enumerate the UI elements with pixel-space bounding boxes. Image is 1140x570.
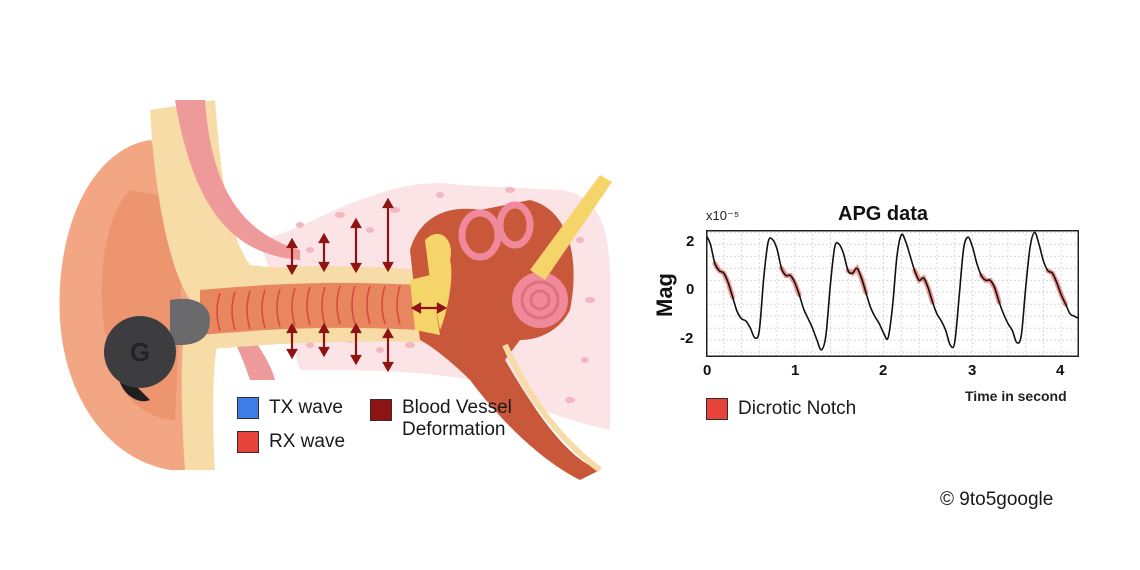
- legend-blood-vessel: Blood Vessel Deformation: [370, 397, 512, 441]
- rx-wave-arcs: [216, 285, 401, 332]
- chart-title: APG data: [838, 203, 929, 225]
- x-axis-label: Time in second: [965, 388, 1067, 404]
- middle-ear: [410, 200, 600, 480]
- x-tick-0: 0: [703, 362, 712, 379]
- x-tick-1: 1: [791, 362, 800, 379]
- deformation-arrows: [286, 197, 448, 373]
- legend-blood-vessel-line2: Deformation: [402, 419, 506, 440]
- x-tick-3: 3: [968, 362, 977, 379]
- legend-dicrotic-notch: Dicrotic Notch: [706, 398, 856, 420]
- y-axis-exponent: x10⁻⁵: [706, 208, 740, 223]
- grid-lines: [706, 230, 1079, 357]
- dicrotic-notch-highlights: [712, 261, 1069, 307]
- earbud-logo: G: [130, 337, 150, 367]
- y-tick-0: 0: [686, 281, 695, 298]
- cochlea: [512, 272, 568, 328]
- tx-wave-swatch: [237, 397, 259, 419]
- dicrotic-notch-swatch: [706, 398, 728, 420]
- apg-plot-area: [706, 230, 1079, 357]
- blood-vessel-swatch: [370, 399, 392, 421]
- legend-tx-wave-label: TX wave: [269, 397, 343, 418]
- x-tick-4: 4: [1056, 362, 1065, 379]
- x-tick-2: 2: [879, 362, 888, 379]
- ear-anatomy-illustration: G: [59, 100, 612, 480]
- semicircular-canals: [458, 201, 534, 261]
- y-tick-neg2: -2: [680, 330, 694, 347]
- legend-dicrotic-notch-label: Dicrotic Notch: [738, 398, 857, 419]
- apg-signal-line: [706, 231, 1079, 351]
- rx-wave-swatch: [237, 431, 259, 453]
- legend-blood-vessel-line1: Blood Vessel: [402, 397, 512, 418]
- legend-rx-wave: RX wave: [237, 431, 345, 453]
- auditory-nerve: [530, 175, 612, 280]
- y-tick-2: 2: [686, 233, 695, 250]
- legend-tx-wave: TX wave: [237, 397, 343, 419]
- legend-rx-wave-label: RX wave: [269, 431, 346, 452]
- muscle: [175, 100, 300, 260]
- y-axis-label: Mag: [652, 273, 677, 317]
- pixel-buds-earbud: G: [104, 298, 210, 402]
- plot-frame: [706, 230, 1079, 357]
- credit-watermark: © 9to5google: [940, 489, 1054, 510]
- ear-canal: [200, 282, 420, 335]
